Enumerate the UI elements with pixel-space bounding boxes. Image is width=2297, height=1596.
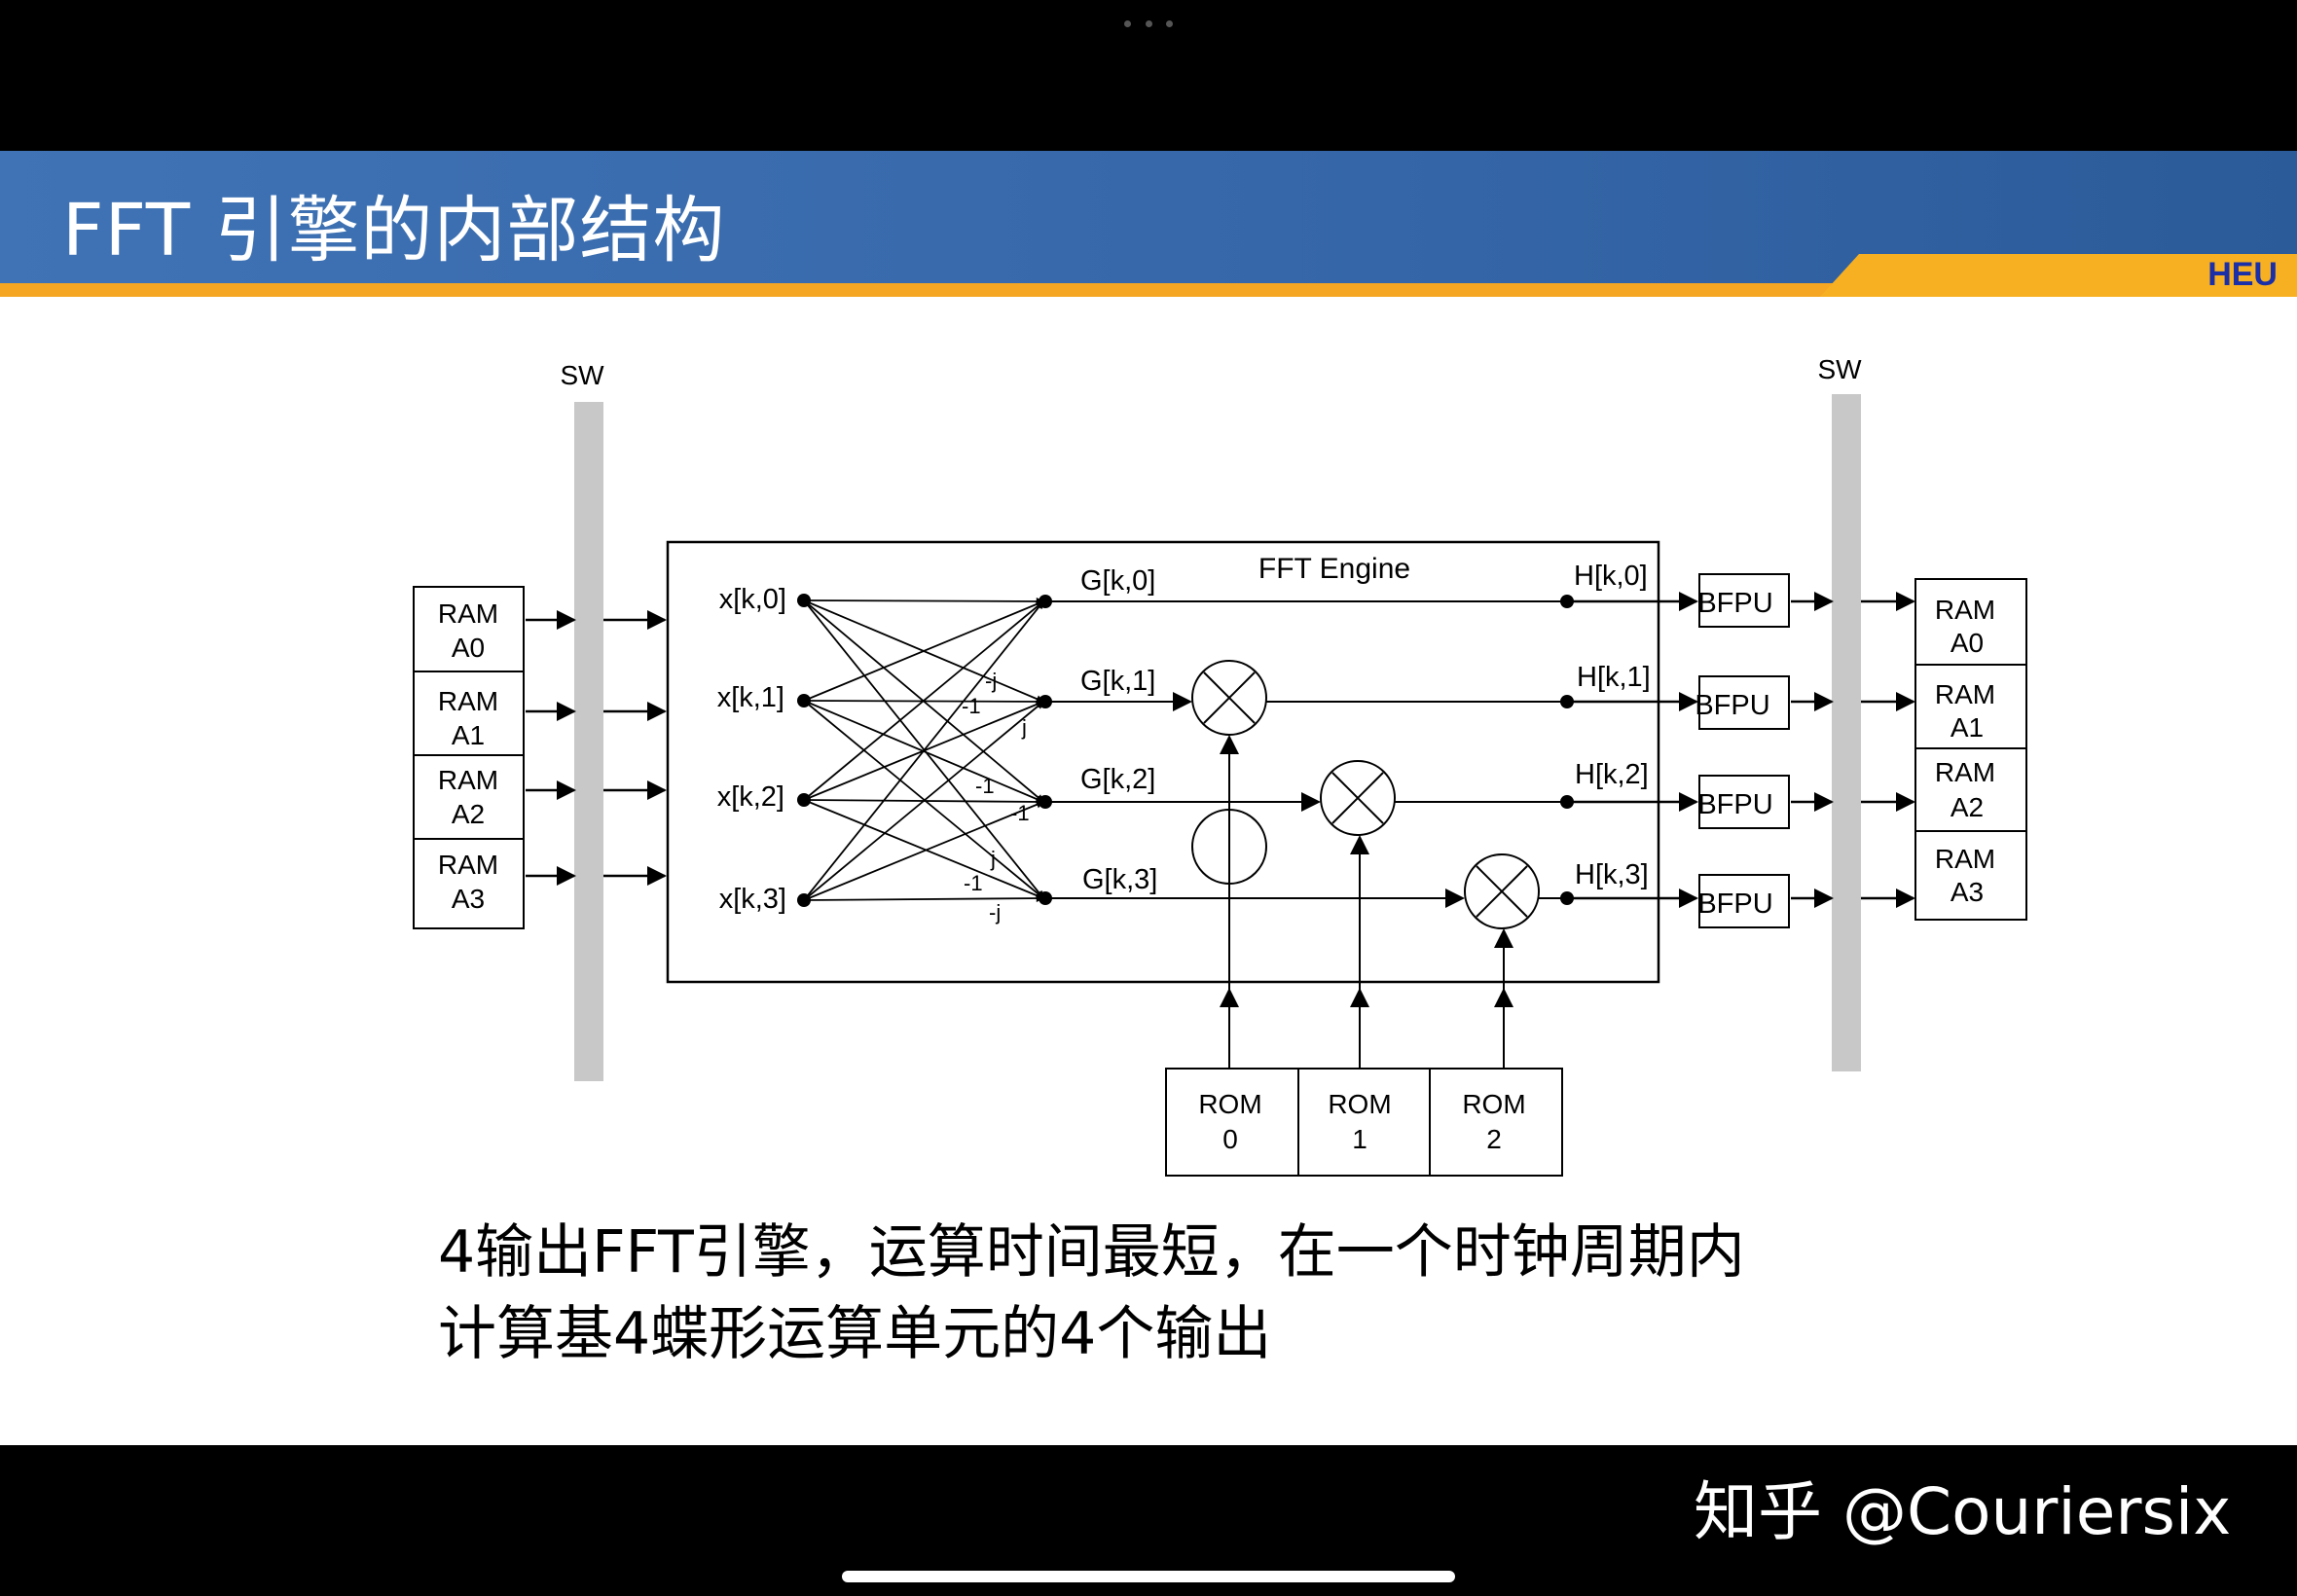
home-indicator[interactable]	[842, 1571, 1455, 1582]
header-accent-line	[0, 283, 2297, 297]
h-label-2: H[k,2]	[1575, 759, 1649, 790]
ram-left-a0	[413, 586, 525, 672]
multitask-dots-icon[interactable]	[1124, 14, 1173, 33]
g-label-3: G[k,3]	[1082, 864, 1157, 895]
bfpu-3-label: BFPU	[1697, 889, 1772, 920]
ram-right-a2-line1: RAM	[1935, 757, 1995, 787]
fft-engine-diagram: SW SW RAM A0 RAM A1 RAM A2 RAM A3	[413, 354, 2027, 1177]
rom-2	[1429, 1068, 1563, 1177]
h-label-1: H[k,1]	[1577, 662, 1651, 693]
h-label-3: H[k,3]	[1575, 859, 1649, 890]
ram-right-a1	[1914, 664, 2027, 749]
butterfly-network	[803, 597, 1044, 903]
bfpu-2-label: BFPU	[1697, 789, 1772, 820]
ram-left-a1	[413, 671, 525, 756]
rom-2-line1: ROM	[1462, 1089, 1525, 1119]
twiddle-neg-j-row3: -j	[989, 900, 1001, 925]
bfpu-0-label: BFPU	[1697, 588, 1772, 619]
ram-left-a2-line2: A2	[452, 799, 485, 829]
ram-right-group: RAM A0 RAM A1 RAM A2 RAM A3	[1914, 578, 2027, 921]
ram-right-a3-line2: A3	[1951, 877, 1984, 907]
ram-right-a1-line2: A1	[1951, 712, 1984, 743]
ram-left-a3	[413, 838, 525, 929]
sw-right-label: SW	[1817, 354, 1862, 384]
bfpu-group: BFPU BFPU BFPU BFPU	[1695, 573, 1790, 928]
heu-logo: HEU	[2207, 256, 2278, 293]
twiddle-neg-1-row2b: -1	[1010, 801, 1030, 825]
twiddle-neg-1-row3: -1	[964, 871, 983, 895]
slide-caption: 4输出FFT引擎，运算时间最短，在一个时钟周期内 计算基4蝶形运算单元的4个输出	[438, 1212, 2093, 1375]
ram-left-a0-line1: RAM	[438, 598, 498, 629]
g-label-0: G[k,0]	[1080, 565, 1155, 597]
input-label-1: x[k,1]	[717, 682, 784, 713]
bfpu-3	[1698, 874, 1790, 928]
bfpu-2	[1698, 775, 1790, 829]
ram-right-a3-line1: RAM	[1935, 844, 1995, 874]
rom-0	[1165, 1068, 1299, 1177]
fft-engine-label: FFT Engine	[1258, 553, 1410, 585]
rom-1	[1297, 1068, 1431, 1177]
bfpu-0	[1698, 573, 1790, 628]
rom-1-line2: 1	[1352, 1124, 1367, 1154]
ram-left-group: RAM A0 RAM A1 RAM A2 RAM A3	[413, 586, 525, 929]
ram-left-a1-line2: A1	[452, 720, 485, 750]
slide: FFT 引擎的内部结构 HEU SW SW	[0, 151, 2297, 1445]
zhihu-watermark: 知乎 @Couriersix	[1694, 1474, 2232, 1549]
ram-left-a3-line1: RAM	[438, 850, 498, 880]
twiddle-neg-1-row1: -1	[962, 694, 981, 718]
ram-right-a2-line2: A2	[1951, 792, 1984, 822]
g-label-1: G[k,1]	[1080, 666, 1155, 697]
rom-0-line2: 0	[1222, 1124, 1238, 1154]
twiddle-neg-1-row2a: -1	[975, 774, 995, 798]
ram-left-a2-line1: RAM	[438, 765, 498, 795]
input-label-3: x[k,3]	[719, 884, 786, 915]
right-output-arrows	[1791, 592, 1915, 908]
fft-engine-box	[666, 540, 1660, 984]
rom-group: ROM 0 ROM 1 ROM 2	[1165, 1068, 1563, 1177]
h-nodes	[1560, 595, 1574, 905]
rom-1-line1: ROM	[1328, 1089, 1391, 1119]
twiddle-neg-j-row1: -j	[985, 669, 997, 693]
ram-right-a0-line2: A0	[1951, 628, 1984, 658]
h-label-0: H[k,0]	[1574, 561, 1648, 592]
caption-line-1: 4输出FFT引擎，运算时间最短，在一个时钟周期内	[438, 1218, 1745, 1287]
sw-left-bar	[574, 402, 603, 1081]
ram-right-a1-line1: RAM	[1935, 679, 1995, 709]
left-input-arrows	[526, 610, 667, 886]
header-accent-tab	[1820, 254, 2297, 297]
signal-lines	[1045, 600, 1565, 908]
ram-right-a0	[1914, 578, 2027, 666]
bfpu-1	[1698, 675, 1790, 730]
rom-2-line2: 2	[1486, 1124, 1502, 1154]
caption-line-2: 计算基4蝶形运算单元的4个输出	[438, 1300, 1272, 1368]
input-label-2: x[k,2]	[717, 781, 784, 813]
twiddle-j-row1: j	[1021, 715, 1027, 740]
bfpu-1-label: BFPU	[1695, 690, 1769, 721]
ram-left-a1-line1: RAM	[438, 686, 498, 716]
input-label-0: x[k,0]	[719, 584, 786, 615]
rom-0-line1: ROM	[1198, 1089, 1261, 1119]
rom-entry-arrows	[1220, 988, 1513, 1075]
h-to-bfpu-arrows	[1567, 592, 1698, 908]
multiplier-group	[1191, 660, 1540, 929]
ram-left-a0-line2: A0	[452, 633, 485, 663]
ram-right-a2	[1914, 747, 2027, 832]
slide-title: FFT 引擎的内部结构	[62, 189, 726, 272]
twiddle-j-row3: j	[990, 847, 996, 871]
sw-right-bar	[1832, 394, 1861, 1071]
g-label-2: G[k,2]	[1080, 764, 1155, 795]
ram-left-a3-line2: A3	[452, 884, 485, 914]
sw-left-label: SW	[560, 360, 604, 390]
ram-right-a3	[1914, 830, 2027, 921]
ram-right-a0-line1: RAM	[1935, 595, 1995, 625]
